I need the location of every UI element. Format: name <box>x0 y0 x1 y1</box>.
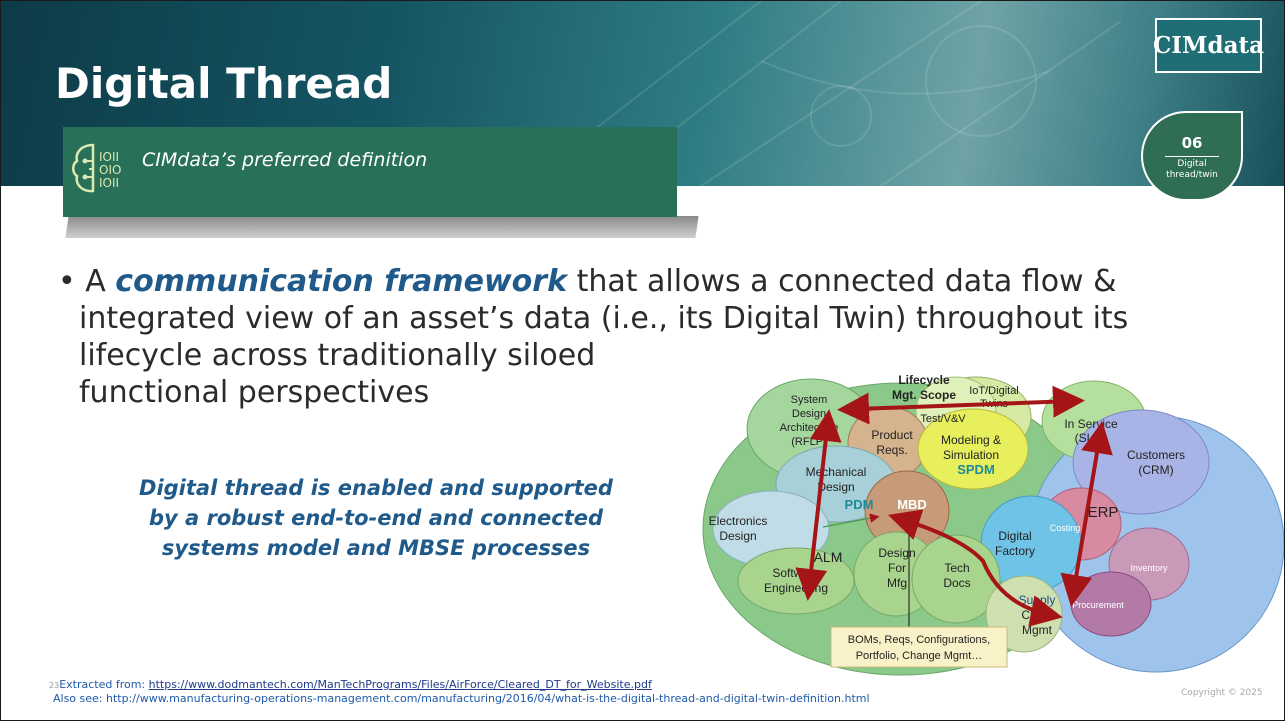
bullet-lines: • A communication framework that allows … <box>58 263 1258 337</box>
badge-number: 06 <box>1181 134 1203 152</box>
inservice-label-1: In Service <box>1064 417 1118 431</box>
callout-box <box>830 626 1008 668</box>
bullet-continuation: lifecycle across traditionally siloed fu… <box>79 337 595 411</box>
page-title: Digital Thread <box>55 59 393 108</box>
callout-label-1: BOMs, Reqs, Configurations, <box>848 634 990 646</box>
definition-label: CIMdata’s preferred definition <box>142 149 428 171</box>
customers-label-1: Customers <box>1127 448 1185 462</box>
svg-text:IOII: IOII <box>99 150 119 164</box>
system-label-4: (RFLP) <box>791 436 826 448</box>
procurement-label: Procurement <box>1072 600 1124 610</box>
svg-text:OIO: OIO <box>99 163 121 177</box>
brain-binary-icon: IOII OIO IOII <box>72 143 121 193</box>
lifecycle-diagram: Lifecycle Mgt. Scope IoT/Digital Twins T… <box>702 373 1284 676</box>
techdocs-label-2: Docs <box>943 576 970 590</box>
bullet-prefix: A <box>85 264 116 299</box>
spdm-label: SPDM <box>957 462 995 477</box>
source-link[interactable]: https://www.dodmantech.com/ManTechProgra… <box>148 678 652 691</box>
dfm-label-1: Design <box>878 546 915 560</box>
mechanical-label-1: Mechanical <box>806 465 867 479</box>
bullet-dot: • <box>58 264 86 299</box>
definition-bar-shadow <box>65 216 699 238</box>
modeling-label-2: Simulation <box>943 448 999 462</box>
badge-label-1: Digital <box>1177 159 1207 169</box>
thread-arrow-bottom <box>887 509 1063 627</box>
alm-label: ALM <box>814 549 843 565</box>
thread-arrow-left <box>795 409 842 601</box>
copyright: Copyright © 2025 <box>1181 688 1263 698</box>
techdocs-label-1: Tech <box>944 561 969 575</box>
definition-bar: IOII OIO IOII CIMdata’s preferred defini… <box>63 127 677 217</box>
section-badge: 06 Digital thread/twin <box>1141 111 1243 201</box>
footer-source: 23Extracted from: https://www.dodmantech… <box>49 678 652 691</box>
bullet-line-4: functional perspectives <box>79 375 430 410</box>
bullet-emphasis: communication framework <box>115 264 568 299</box>
system-label-2: Design <box>792 408 826 420</box>
system-label-3: Architecture <box>780 422 839 434</box>
electronics-to-pdm-arrow <box>822 513 880 528</box>
erp-label: ERP <box>1088 504 1119 521</box>
product-label-1: Product <box>871 428 913 442</box>
modeling-label-1: Modeling & <box>941 433 1001 447</box>
product-label-2: Reqs. <box>876 443 907 457</box>
bullet-line-1-rest: that allows a connected data flow & <box>567 264 1117 299</box>
extracted-label: Extracted from: <box>59 678 149 691</box>
digital-thread-arrows <box>795 385 1113 627</box>
badge-label-2: thread/twin <box>1166 170 1218 180</box>
inventory-label: Inventory <box>1130 563 1168 573</box>
supply-label-3: Mgmt <box>1022 623 1053 637</box>
inservice-label-2: (SLM) <box>1075 431 1108 445</box>
bullet-line-3: lifecycle across traditionally siloed <box>79 338 596 373</box>
thread-arrow-right <box>1060 421 1113 607</box>
test-label: Test/V&V <box>920 413 966 425</box>
digital-factory-label-1: Digital <box>998 529 1031 543</box>
footer-also-see: Also see: http://www.manufacturing-opera… <box>53 692 870 705</box>
thread-arrow-top <box>837 385 1085 425</box>
pdm-label: PDM <box>845 497 874 512</box>
software-label-2: Engineering <box>764 581 828 595</box>
svg-text:IOII: IOII <box>99 176 119 190</box>
digital-factory-label-2: Factory <box>995 544 1035 558</box>
lifecycle-label-2: Mgt. Scope <box>892 388 956 402</box>
badge-divider <box>1165 156 1219 157</box>
iot-label-1: IoT/Digital <box>969 385 1019 397</box>
customers-label-2: (CRM) <box>1138 463 1173 477</box>
dfm-label-2: For <box>888 561 906 575</box>
note-line-2: by a robust end-to-end and connected <box>148 506 604 530</box>
mbse-note: Digital thread is enabled and supported … <box>126 473 626 563</box>
callout-label-2: Portfolio, Change Mgmt… <box>856 650 983 662</box>
system-label-1: System <box>791 394 828 406</box>
electronics-label-1: Electronics <box>709 514 768 528</box>
page-number: 23 <box>49 681 60 690</box>
dfm-label-3: Mfg <box>887 576 907 590</box>
mbd-label: MBD <box>897 497 927 512</box>
cimdata-logo: CIMdata <box>1153 18 1264 73</box>
note-line-1: Digital thread is enabled and supported <box>139 476 613 500</box>
note-line-3: systems model and MBSE processes <box>161 536 591 560</box>
lifecycle-label-1: Lifecycle <box>898 373 950 387</box>
electronics-label-2: Design <box>719 529 756 543</box>
costing-label: Costing <box>1050 523 1081 533</box>
bullet-line-2: integrated view of an asset’s data (i.e.… <box>79 301 1129 336</box>
